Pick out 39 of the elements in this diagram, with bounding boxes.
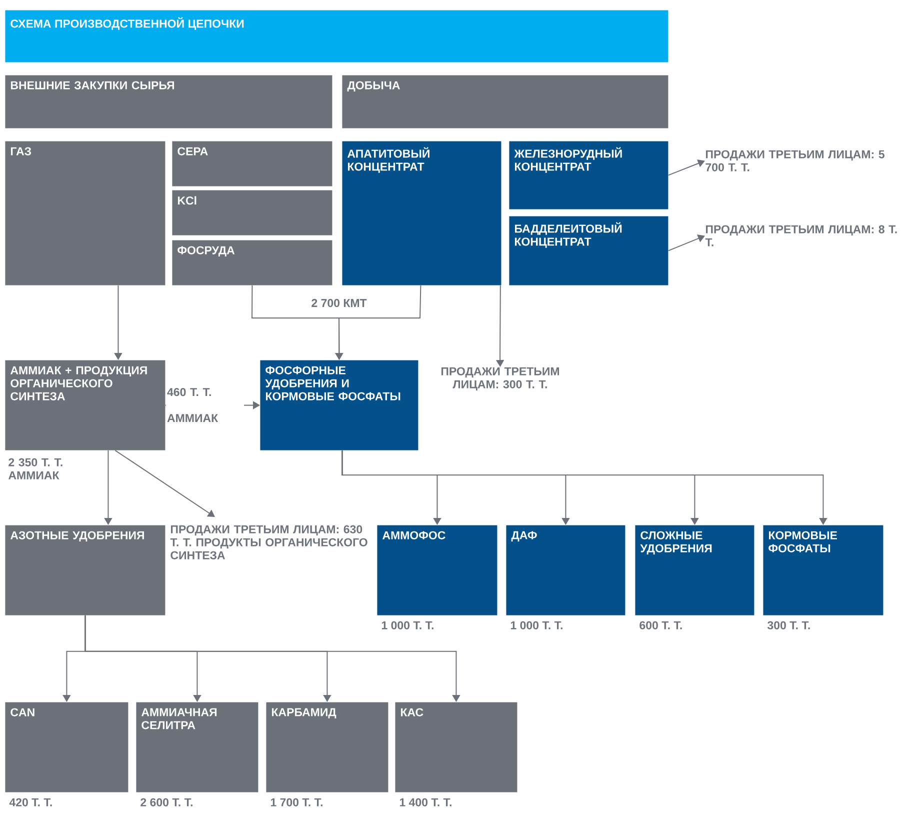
edge-label: 2 700 КМТ xyxy=(309,296,369,310)
arrow xyxy=(114,450,215,517)
edge-label: 2 350 Т. Т. АММИАК xyxy=(8,458,62,480)
process-box: АММОФОС xyxy=(377,525,498,616)
process-box: КОРМОВЫЕ ФОСФАТЫ xyxy=(763,525,884,616)
process-box: КАС xyxy=(395,702,518,792)
title-band: СХЕМА ПРОИЗВОДСТВЕННОЙ ЦЕПОЧКИ xyxy=(5,10,668,62)
process-box: ЖЕЛЕЗНОРУДНЫЙ КОНЦЕНТРАТ xyxy=(509,141,668,210)
process-box: ГАЗ xyxy=(5,141,166,286)
process-box: CAN xyxy=(5,702,128,792)
edge-label: 460 Т. Т. АММИАК xyxy=(166,387,244,424)
process-box: АЗОТНЫЕ УДОБРЕНИЯ xyxy=(5,525,166,616)
sales-note: ПРОДАЖИ ТРЕТЬИМ ЛИЦАМ: 8 Т. Т. xyxy=(705,225,897,246)
volume-label: 2 600 Т. Т. xyxy=(140,798,192,806)
process-box: БАДДЕЛЕИТОВЫЙ КОНЦЕНТРАТ xyxy=(509,216,668,286)
process-box: ДОБЫЧА xyxy=(342,75,668,128)
sales-note: ПРОДАЖИ ТРЕТЬИМ ЛИЦАМ: 5 700 Т. Т. xyxy=(706,150,884,172)
process-box: АПАТИТОВЫЙ КОНЦЕНТРАТ xyxy=(342,141,502,286)
process-box: АММИАЧНАЯ СЕЛИТРА xyxy=(136,702,258,792)
volume-label: 300 Т. Т. xyxy=(767,621,810,630)
sales-note: ПРОДАЖИ ТРЕТЬИМ ЛИЦАМ: 630 Т. Т. ПРОДУКТЫ ОРГАНИЧЕСКОГО СИНТЕЗА xyxy=(170,525,368,560)
process-box: ВНЕШНИЕ ЗАКУПКИ СЫРЬЯ xyxy=(5,75,332,128)
arrow xyxy=(668,160,705,176)
process-box: ДАФ xyxy=(506,525,626,616)
sales-note: ПРОДАЖИ ТРЕТЬИМ ЛИЦАМ: 300 Т. Т. xyxy=(441,367,559,391)
volume-label: 1 400 Т. Т. xyxy=(400,798,452,806)
process-box: KCl xyxy=(172,190,332,236)
volume-label: 1 000 Т. Т. xyxy=(510,621,562,630)
volume-label: 1 000 Т. Т. xyxy=(382,621,434,630)
arrow xyxy=(668,234,705,252)
process-box: КАРБАМИД xyxy=(266,702,388,792)
process-box: СЕРА xyxy=(172,141,332,186)
volume-label: 600 Т. Т. xyxy=(640,621,682,630)
process-box: ФОСФОРНЫЕ УДОБРЕНИЯ И КОРМОВЫЕ ФОСФАТЫ xyxy=(260,360,418,450)
process-box: СЛОЖНЫЕ УДОБРЕНИЯ xyxy=(635,525,754,616)
volume-label: 420 Т. Т. xyxy=(9,798,52,806)
process-box: ФОСРУДА xyxy=(172,240,332,286)
volume-label: 1 700 Т. Т. xyxy=(270,798,322,806)
process-box: АММИАК + ПРОДУКЦИЯ ОРГАНИЧЕСКОГО СИНТЕЗА xyxy=(5,360,166,450)
